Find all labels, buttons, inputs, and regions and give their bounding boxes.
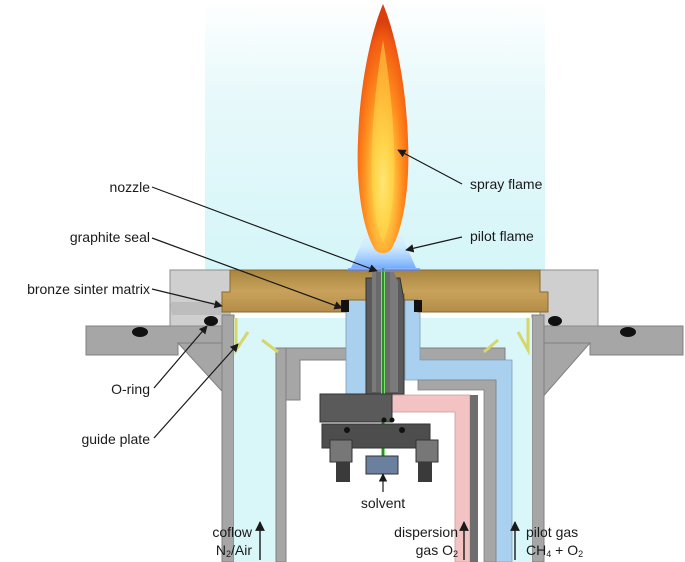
- graphite-seal-right: [414, 300, 422, 312]
- burner-housing: [85, 269, 684, 562]
- guide-plates: [234, 318, 530, 356]
- nozzle-assembly: [319, 268, 439, 482]
- label-pilot-gas: pilot gas: [526, 524, 579, 540]
- label-o-ring: O-ring: [111, 381, 150, 397]
- label-dispersion: dispersion: [394, 524, 458, 540]
- label-nozzle: nozzle: [109, 179, 150, 195]
- label-solvent: solvent: [360, 495, 406, 511]
- label-dispersion-gas: gas O2: [415, 542, 458, 559]
- o-ring: [204, 316, 218, 326]
- label-pilot-gas-mix: CH4 + O2: [526, 542, 584, 559]
- leader-lines: [151, 149, 520, 560]
- label-bronze-sinter-matrix: bronze sinter matrix: [27, 281, 150, 297]
- label-coflow: coflow: [212, 524, 252, 540]
- label-spray-flame: spray flame: [470, 176, 543, 192]
- label-pilot-flame: pilot flame: [470, 228, 534, 244]
- label-guide-plate: guide plate: [81, 431, 150, 447]
- graphite-seal-left: [341, 300, 349, 312]
- label-coflow-gas: N2/Air: [215, 542, 252, 559]
- label-graphite-seal: graphite seal: [69, 229, 150, 245]
